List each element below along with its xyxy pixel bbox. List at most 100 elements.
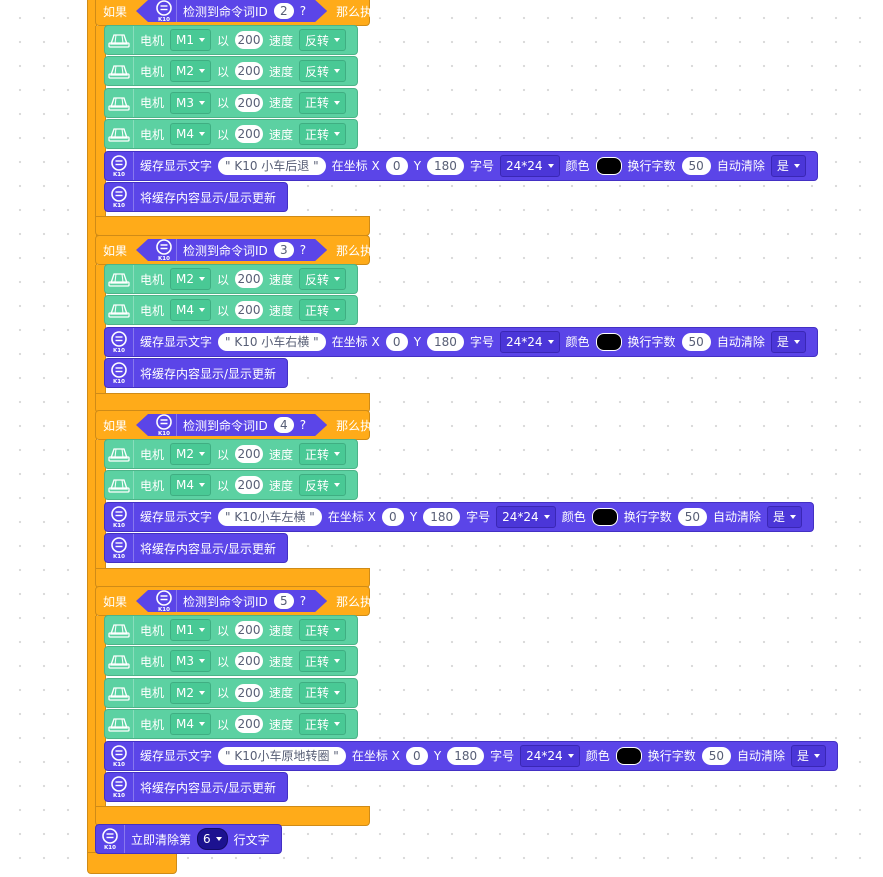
motor-port-dropdown[interactable]: M1 (170, 619, 212, 641)
direction-dropdown[interactable]: 反转 (298, 60, 346, 83)
auto-clear-label: 自动清除 (716, 159, 765, 174)
color-swatch[interactable] (615, 746, 642, 765)
auto-clear-dropdown[interactable]: 是 (767, 505, 803, 528)
speed-value[interactable]: 200 (235, 270, 263, 288)
speed-value[interactable]: 200 (235, 93, 263, 112)
coord-x-value[interactable]: 0 (385, 156, 408, 175)
speed-value[interactable]: 200 (235, 476, 263, 495)
speed-value[interactable]: 200 (235, 62, 263, 81)
refresh-display-block[interactable]: K10 将缓存内容显示/显示更新 (104, 772, 289, 802)
coord-y-value[interactable]: 180 (423, 507, 461, 526)
motor-port-dropdown[interactable]: M4 (170, 474, 212, 497)
coord-y-value[interactable]: 180 (427, 156, 464, 175)
direction-dropdown[interactable]: 反转 (298, 474, 346, 497)
motor-port-dropdown[interactable]: M4 (170, 713, 212, 736)
refresh-display-block[interactable]: K10 将缓存内容显示/显示更新 (104, 182, 289, 212)
direction-dropdown[interactable]: 正转 (298, 619, 346, 641)
direction-dropdown[interactable]: 正转 (298, 650, 346, 673)
motor-port-dropdown[interactable]: M2 (170, 443, 212, 465)
coord-y-value[interactable]: 180 (427, 332, 464, 351)
display-text-value[interactable]: " K10小车原地转圈 " (218, 746, 346, 765)
speed-value[interactable]: 200 (235, 715, 263, 734)
direction-dropdown[interactable]: 正转 (298, 443, 346, 465)
display-text-value[interactable]: " K10 小车后退 " (218, 156, 326, 175)
coord-x-value[interactable]: 0 (405, 746, 428, 765)
direction-dropdown[interactable]: 反转 (298, 29, 346, 51)
auto-clear-dropdown[interactable]: 是 (791, 744, 827, 767)
speed-value[interactable]: 200 (235, 301, 263, 320)
command-id-value[interactable]: 2 (274, 3, 294, 19)
command-id-value[interactable]: 3 (274, 242, 294, 258)
motor-port-dropdown[interactable]: M4 (170, 123, 212, 146)
direction-dropdown[interactable]: 正转 (298, 299, 346, 322)
refresh-display-block[interactable]: K10 将缓存内容显示/显示更新 (104, 533, 289, 564)
speed-value[interactable]: 200 (235, 621, 263, 639)
motor-port-dropdown[interactable]: M1 (170, 29, 212, 51)
wrap-count-value[interactable]: 50 (681, 156, 711, 175)
direction-dropdown[interactable]: 正转 (298, 91, 346, 114)
direction-dropdown[interactable]: 正转 (298, 681, 346, 704)
coord-y-value[interactable]: 180 (447, 746, 485, 765)
font-size-dropdown[interactable]: 24*24 (496, 505, 556, 528)
motor-port-dropdown[interactable]: M2 (170, 60, 212, 83)
direction-dropdown[interactable]: 正转 (298, 713, 346, 736)
display-text-value[interactable]: " K10 小车右横 " (218, 332, 326, 351)
command-id-value[interactable]: 4 (274, 417, 294, 433)
speed-value[interactable]: 200 (235, 125, 263, 144)
speed-value[interactable]: 200 (235, 31, 263, 49)
refresh-display-block[interactable]: K10 将缓存内容显示/显示更新 (104, 358, 289, 389)
motor-port-dropdown[interactable]: M2 (170, 681, 212, 704)
wrap-count-value[interactable]: 50 (701, 746, 731, 765)
motor-port-dropdown[interactable]: M2 (170, 268, 212, 290)
motor-port-dropdown[interactable]: M4 (170, 299, 212, 322)
direction-dropdown[interactable]: 正转 (298, 123, 346, 146)
coord-x-value[interactable]: 0 (385, 332, 408, 351)
speed-value[interactable]: 200 (235, 683, 263, 702)
color-swatch[interactable] (591, 507, 618, 526)
color-swatch[interactable] (595, 332, 622, 351)
motor-port-dropdown[interactable]: M3 (170, 650, 212, 673)
wrap-count-value[interactable]: 50 (677, 507, 707, 526)
font-size-dropdown[interactable]: 24*24 (499, 330, 560, 353)
coord-x-value[interactable]: 0 (381, 507, 404, 526)
speed-value[interactable]: 200 (235, 652, 263, 671)
auto-clear-dropdown[interactable]: 是 (770, 330, 806, 353)
speed-value[interactable]: 200 (235, 445, 263, 463)
display-text-value[interactable]: " K10小车左横 " (218, 507, 322, 526)
wrap-count-value[interactable]: 50 (681, 332, 711, 351)
font-size-dropdown[interactable]: 24*24 (499, 154, 560, 177)
motor-port-dropdown[interactable]: M3 (170, 91, 212, 114)
color-swatch[interactable] (595, 156, 622, 175)
direction-dropdown[interactable]: 反转 (298, 268, 346, 290)
font-size-dropdown[interactable]: 24*24 (520, 744, 580, 767)
auto-clear-dropdown[interactable]: 是 (770, 154, 806, 177)
command-id-value[interactable]: 5 (274, 593, 294, 609)
line-number-dropdown[interactable]: 6 (197, 828, 228, 850)
